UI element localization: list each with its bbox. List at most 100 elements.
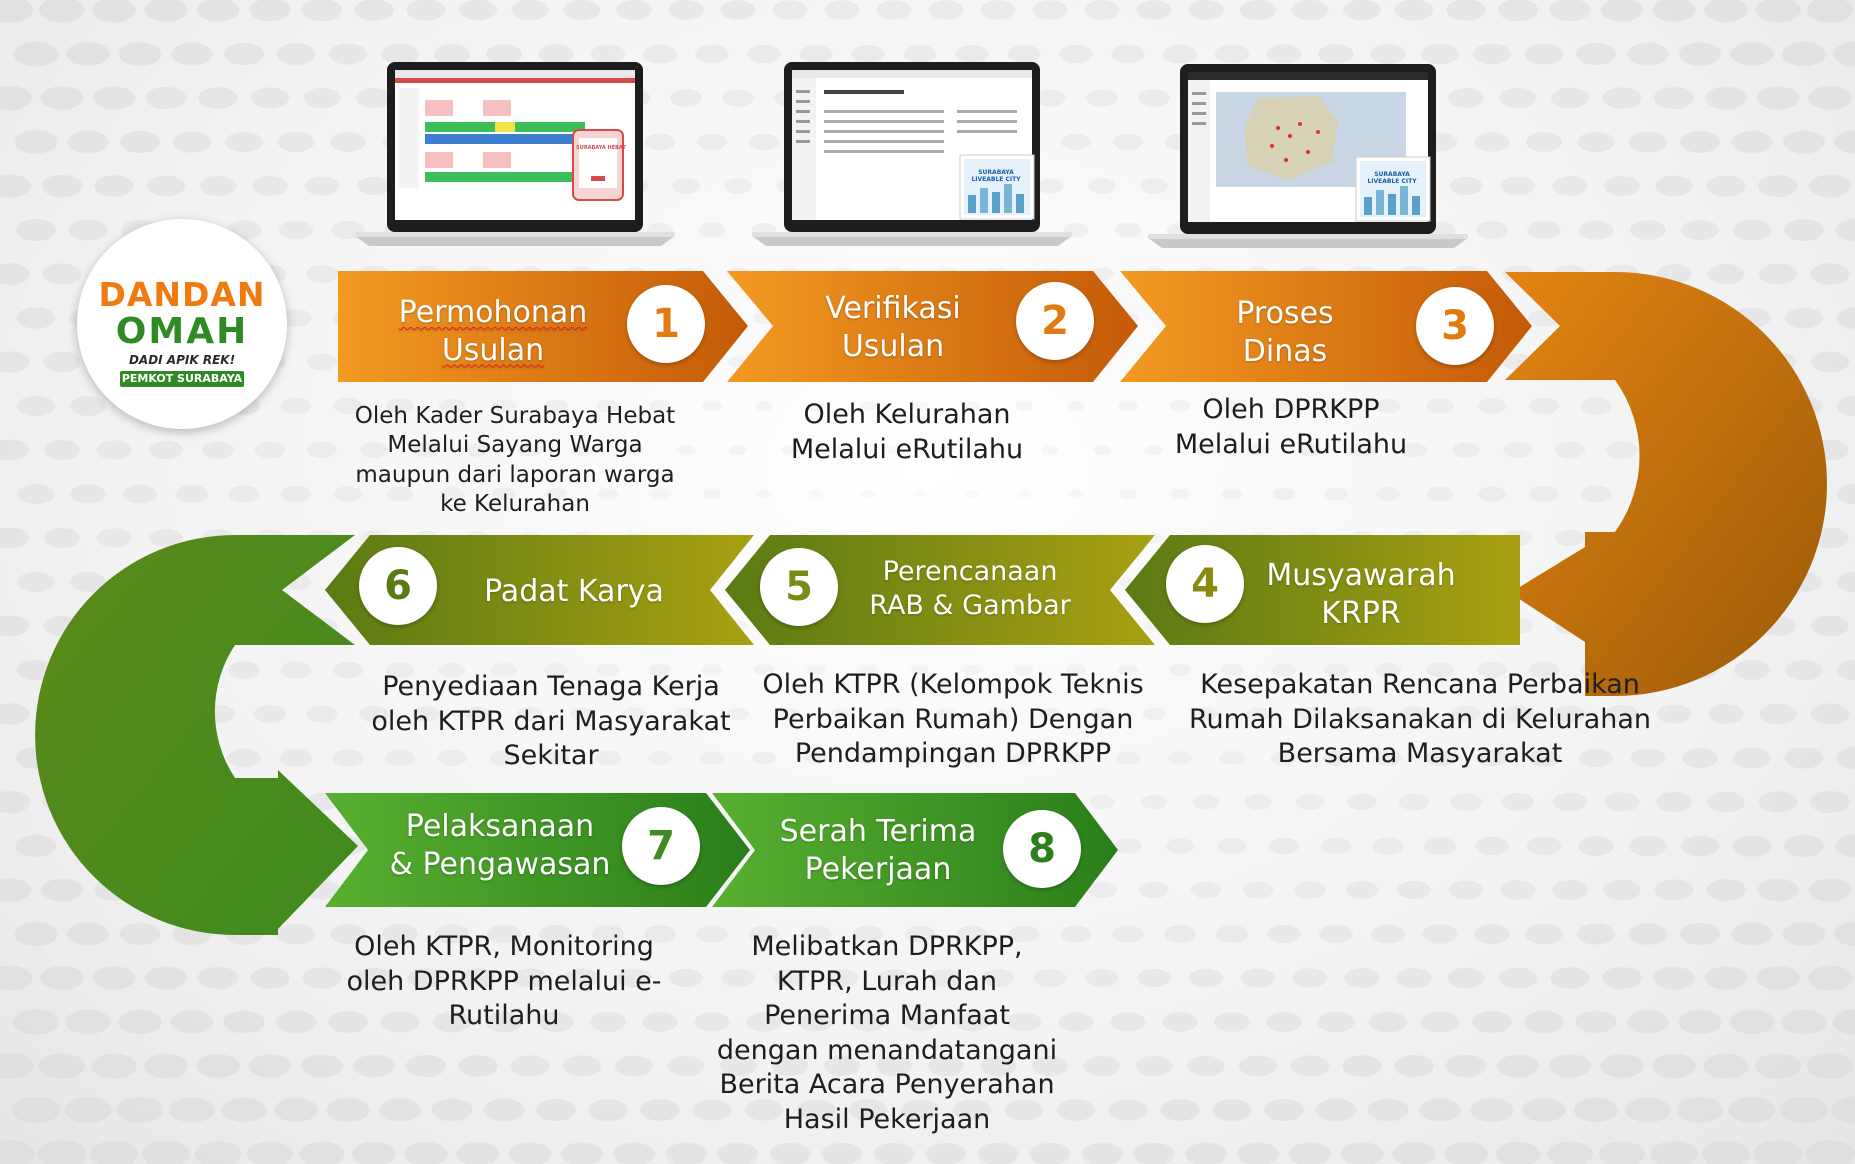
bg-dot <box>1272 399 1296 413</box>
bg-dot <box>955 44 989 64</box>
bg-dot <box>250 967 290 989</box>
bg-dot <box>170 1010 214 1034</box>
bg-dot <box>1008 925 1040 943</box>
bg-dot <box>569 707 595 721</box>
bg-dot <box>483 1098 525 1122</box>
bg-dot <box>1085 968 1119 988</box>
bg-dot <box>253 705 287 723</box>
bg-dot <box>1553 792 1587 812</box>
bg-dot <box>724 178 752 194</box>
bg-dot <box>1237 1142 1279 1164</box>
bg-dot <box>41 174 83 198</box>
bg-dot <box>1630 748 1666 768</box>
bg-dot <box>674 707 698 721</box>
bg-dot <box>0 174 31 198</box>
bg-dot <box>0 615 30 637</box>
bg-dot <box>596 663 620 677</box>
bg-dot <box>1626 1010 1670 1034</box>
bg-dot <box>306 353 338 371</box>
bg-dot <box>198 87 238 109</box>
bg-dot <box>1810 351 1850 373</box>
bg-dot <box>1708 704 1744 724</box>
bg-dot <box>307 441 337 459</box>
bg-dot <box>1525 132 1563 152</box>
bg-dot <box>1369 1011 1407 1033</box>
bg-dot <box>859 401 877 411</box>
bg-dot <box>280 309 312 327</box>
bg-dot <box>1136 0 1172 20</box>
bg-dot <box>1140 794 1168 810</box>
bg-dot <box>667 1055 705 1077</box>
bg-dot <box>1807 965 1853 991</box>
bg-dot <box>277 131 315 153</box>
bg-dot <box>1757 174 1799 198</box>
bg-dot <box>665 1142 707 1164</box>
bg-dot <box>1061 133 1091 151</box>
bg-dot <box>1083 1055 1121 1077</box>
bg-dot <box>1729 1009 1775 1035</box>
bg-dot <box>1834 130 1855 154</box>
bg-dot <box>860 490 876 498</box>
bg-dot <box>747 44 781 64</box>
bg-dot <box>15 218 57 242</box>
bg-dot <box>1835 218 1855 242</box>
bg-dot <box>644 925 676 943</box>
bg-dot <box>1349 443 1375 457</box>
bg-dot <box>980 0 1016 20</box>
bg-dot <box>0 1052 34 1080</box>
bg-dot <box>979 1055 1017 1077</box>
bg-dot <box>990 445 1006 455</box>
bg-dot <box>1263 1098 1305 1122</box>
bg-dot <box>17 571 55 593</box>
bg-dot <box>223 42 265 66</box>
bg-dot <box>570 443 594 457</box>
bg-dot <box>1835 834 1855 858</box>
bg-dot <box>1495 1141 1541 1164</box>
bg-dot <box>252 176 288 196</box>
bg-dot <box>1422 924 1458 944</box>
bg-dot <box>1425 749 1455 767</box>
bg-dot <box>910 664 930 676</box>
bg-dot <box>1138 89 1170 107</box>
bg-dot <box>597 488 619 500</box>
bg-dot <box>1245 707 1271 721</box>
bg-dot <box>201 441 235 459</box>
bg-dot <box>439 487 465 501</box>
bg-dot <box>1220 663 1244 677</box>
bg-dot <box>1550 87 1590 109</box>
bg-dot <box>70 484 106 504</box>
bg-dot <box>1524 43 1564 65</box>
bg-dot <box>1681 219 1719 241</box>
bg-dot <box>1579 748 1613 768</box>
bg-dot <box>676 444 696 456</box>
step-7-description: Oleh KTPR, Monitoring oleh DPRKPP melalu… <box>346 931 662 1032</box>
bg-dot <box>701 664 723 676</box>
curve-arrow-left <box>35 535 358 935</box>
bg-dot <box>1029 1142 1071 1164</box>
bg-dot <box>512 968 548 988</box>
bg-dot <box>1549 0 1591 22</box>
bg-dot <box>804 751 828 765</box>
bg-dot <box>1731 922 1773 946</box>
bg-dot <box>1272 663 1296 677</box>
bg-dot <box>333 397 363 415</box>
bg-dot <box>1526 836 1562 856</box>
bg-dot <box>562 1055 602 1077</box>
bg-dot <box>328 43 368 65</box>
bg-dot <box>1012 751 1036 765</box>
bg-dot <box>43 439 81 461</box>
bg-dot <box>1135 1055 1173 1077</box>
bg-dot <box>381 43 419 65</box>
bg-dot <box>1783 834 1825 858</box>
bg-dot <box>1039 708 1061 720</box>
bg-dot <box>1294 881 1326 899</box>
bg-dot <box>1240 968 1276 988</box>
bg-dot <box>591 925 625 943</box>
bg-dot <box>1447 967 1485 989</box>
step-4-title: Musyawarah KRPR <box>1266 558 1456 631</box>
bg-dot <box>221 1097 267 1123</box>
curve-arrow-right <box>1505 272 1827 696</box>
bg-dot <box>333 486 363 502</box>
bg-dot <box>987 708 1009 720</box>
bg-dot <box>1133 1142 1175 1164</box>
